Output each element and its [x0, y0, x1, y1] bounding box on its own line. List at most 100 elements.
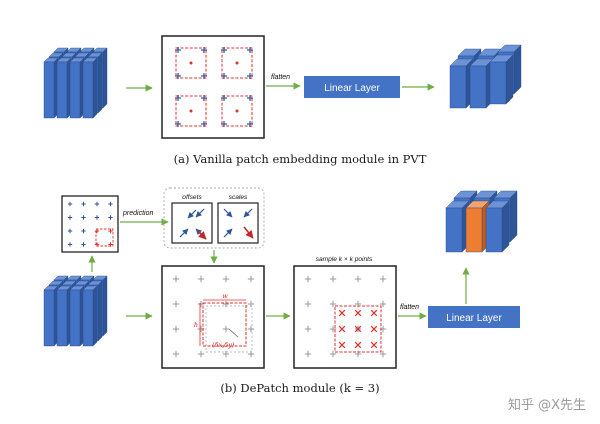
grid-point: [81, 242, 86, 247]
patch: [221, 47, 253, 79]
grid-point: [172, 325, 180, 333]
output-token: [445, 200, 470, 253]
grid-point: [221, 121, 227, 127]
sample-point: [338, 325, 346, 333]
grid-point: [94, 228, 100, 234]
sample-point: [354, 341, 362, 349]
grid-point: [197, 275, 205, 283]
grid-point: [247, 47, 253, 53]
sample-point: [370, 341, 378, 349]
grid-point: [247, 95, 253, 101]
cube-slice: [56, 57, 72, 119]
output-token-highlight: [465, 200, 490, 253]
grid-point: [108, 201, 113, 207]
offsets-label: offsets: [182, 194, 202, 201]
grid-point: [201, 95, 207, 101]
input-feature-cube-b: [43, 275, 108, 347]
patch: [221, 95, 253, 127]
grid-point: [67, 242, 73, 247]
grid-point: [108, 228, 113, 234]
width-label: w: [222, 292, 228, 300]
offsets-scales-prediction: offsets scales: [163, 187, 265, 249]
grid-point: [304, 325, 312, 333]
section-a: flatten Linear Layer (a) Vanilla patch e…: [43, 35, 522, 166]
cube-slice: [56, 285, 72, 347]
grid-point: [329, 325, 337, 333]
sample-point: [354, 309, 362, 317]
grid-point: [329, 300, 337, 308]
linear-layer-b: Linear Layer: [428, 306, 520, 328]
flatten-label-b: flatten: [400, 304, 419, 311]
grid-point: [379, 275, 387, 283]
grid-point: [247, 275, 255, 283]
cube-slice: [43, 285, 59, 347]
output-tokens-b: [445, 190, 518, 253]
grid-point: [247, 325, 255, 333]
sample-point: [338, 309, 346, 317]
grid-point: [221, 47, 227, 53]
grid-point: [201, 47, 207, 53]
prediction-label: prediction: [122, 210, 153, 217]
grid-point: [379, 350, 387, 358]
cube-slice: [82, 57, 98, 119]
grid-point: [172, 300, 180, 308]
grid-point: [81, 215, 86, 220]
grid-point: [222, 325, 230, 333]
linear-layer-label-a: Linear Layer: [324, 83, 380, 94]
grid-point: [67, 215, 73, 220]
vanilla-patch-grid: [161, 35, 265, 139]
deformable-patch-grid: w h (δx,δy): [161, 265, 265, 369]
grid-point: [329, 275, 337, 283]
grid-point: [221, 95, 227, 101]
grid-point: [247, 73, 253, 79]
grid-point: [94, 215, 100, 220]
grid-point: [304, 300, 312, 308]
cube-slice: [69, 57, 85, 119]
flatten-label-a: flatten: [271, 74, 290, 81]
grid-point: [222, 275, 230, 283]
input-feature-cube-a: [43, 47, 108, 119]
patch: [175, 47, 207, 79]
height-label: h: [194, 321, 198, 329]
grid-point: [175, 121, 181, 127]
section-b: prediction offsets scales: [43, 187, 520, 395]
patch: [175, 95, 207, 127]
output-token: [449, 58, 474, 109]
grid-point: [354, 275, 362, 283]
grid-point: [329, 350, 337, 358]
grid-point: [175, 73, 181, 79]
small-reference-grid: [61, 195, 119, 253]
grid-point: [172, 275, 180, 283]
grid-point: [304, 275, 312, 283]
linear-layer-a: Linear Layer: [304, 76, 400, 98]
sample-point: [370, 325, 378, 333]
sample-point: [354, 325, 362, 333]
watermark: 知乎 @X先生: [508, 397, 586, 413]
grid-point: [175, 95, 181, 101]
output-token: [489, 54, 514, 105]
grid-point: [67, 201, 73, 207]
grid-point: [172, 350, 180, 358]
grid-point: [247, 121, 253, 127]
grid-point: [304, 350, 312, 358]
cube-slice: [69, 285, 85, 347]
grid-point: [201, 73, 207, 79]
grid-point: [94, 201, 100, 207]
grid-point: [379, 300, 387, 308]
output-token: [469, 58, 494, 109]
offsets-box: [171, 202, 213, 244]
grid-point: [81, 201, 86, 207]
grid-point: [221, 73, 227, 79]
scales-label: scales: [229, 194, 248, 201]
linear-layer-label-b: Linear Layer: [446, 313, 502, 324]
sampled-points-grid: sample k × k points: [293, 256, 397, 369]
grid-point: [81, 228, 86, 234]
grid-point: [197, 350, 205, 358]
cube-slice: [82, 285, 98, 347]
cube-slice: [43, 57, 59, 119]
grid-point: [201, 121, 207, 127]
output-tokens-a: [449, 44, 522, 109]
caption-a: (a) Vanilla patch embedding module in PV…: [174, 152, 427, 166]
offset-delta-label: (δx,δy): [212, 341, 235, 349]
caption-b: (b) DePatch module (k = 3): [220, 381, 379, 395]
